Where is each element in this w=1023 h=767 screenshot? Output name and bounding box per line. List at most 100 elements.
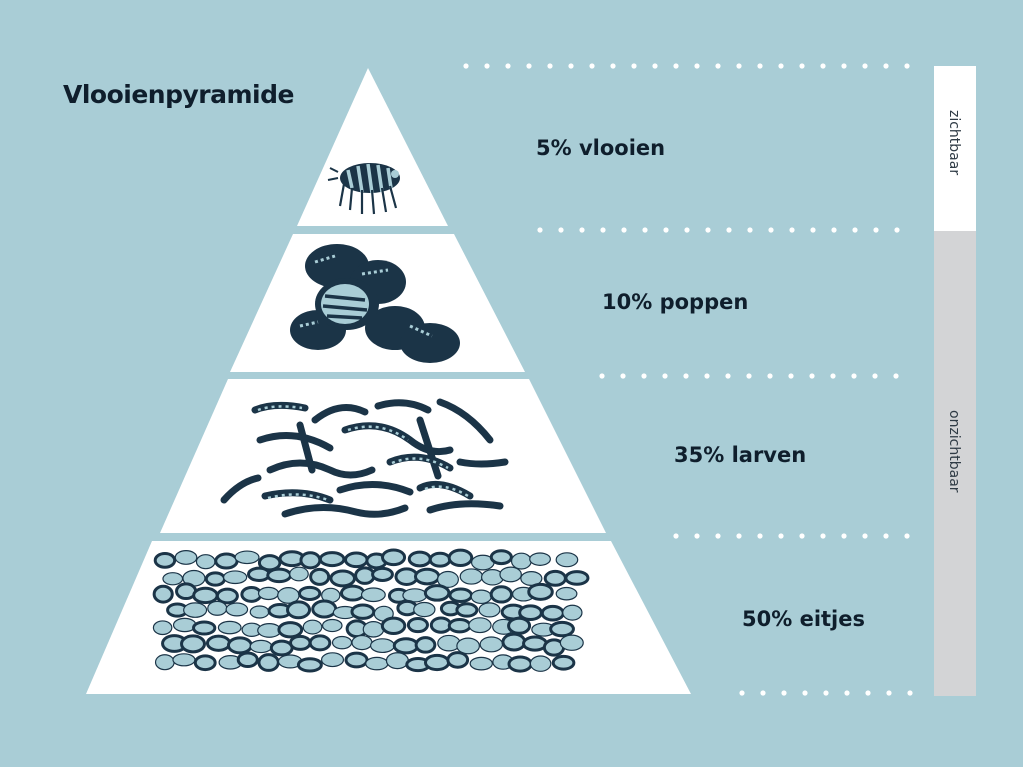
separator-dot — [778, 63, 784, 69]
separator-dot — [736, 533, 742, 539]
separator-dot — [830, 373, 836, 379]
egg — [339, 584, 366, 602]
egg — [321, 618, 343, 633]
separator-dot — [799, 533, 805, 539]
separator-dot — [788, 373, 794, 379]
egg — [154, 654, 175, 671]
egg — [371, 566, 394, 582]
separator-dot — [663, 227, 669, 233]
egg — [402, 588, 428, 603]
separator-dot — [463, 63, 469, 69]
separator-dot — [641, 373, 647, 379]
separator-dot — [747, 227, 753, 233]
separator-dot — [757, 63, 763, 69]
separator-dot — [526, 63, 532, 69]
egg — [499, 566, 522, 583]
level-label-eggs: 50% eitjes — [742, 607, 865, 631]
egg — [217, 620, 242, 635]
separator-dot — [673, 533, 679, 539]
egg — [344, 651, 369, 669]
egg — [527, 582, 554, 601]
egg — [225, 602, 249, 617]
egg — [447, 548, 474, 568]
separator-dot — [725, 373, 731, 379]
separator-dot — [621, 227, 627, 233]
egg — [469, 656, 493, 671]
separator-dot — [820, 533, 826, 539]
separator-dot — [809, 373, 815, 379]
egg — [343, 551, 369, 569]
egg — [162, 572, 184, 586]
egg — [205, 634, 232, 652]
egg — [249, 639, 273, 654]
egg — [215, 587, 239, 605]
egg — [360, 587, 386, 603]
egg — [489, 549, 513, 566]
dotted-separators — [463, 63, 913, 696]
egg — [214, 552, 239, 570]
egg — [195, 554, 216, 570]
tier-flea — [297, 68, 448, 226]
separator-dot — [893, 373, 899, 379]
egg — [234, 550, 260, 565]
invisible-bar-label: onzichtbaar — [946, 410, 962, 493]
separator-dot — [873, 227, 879, 233]
separator-dot — [851, 373, 857, 379]
egg — [172, 653, 196, 667]
egg — [152, 584, 174, 604]
egg — [226, 636, 253, 655]
egg — [551, 654, 576, 671]
egg — [257, 586, 280, 601]
egg — [413, 601, 436, 618]
separator-dot — [568, 63, 574, 69]
egg — [308, 634, 332, 652]
egg — [522, 635, 548, 652]
egg — [311, 599, 338, 619]
pupae-icon — [290, 244, 460, 363]
egg — [331, 635, 353, 650]
egg — [249, 605, 270, 619]
egg — [459, 568, 484, 585]
separator-dot — [684, 227, 690, 233]
egg — [365, 656, 389, 671]
egg — [470, 589, 492, 605]
separator-dot — [781, 690, 787, 696]
separator-dot — [484, 63, 490, 69]
separator-dot — [802, 690, 808, 696]
larvae-icon — [220, 398, 509, 518]
egg — [153, 551, 177, 569]
egg — [350, 603, 376, 620]
egg — [507, 616, 532, 635]
separator-dot — [789, 227, 795, 233]
egg — [257, 623, 282, 638]
egg — [222, 570, 248, 585]
egg — [429, 616, 453, 634]
separator-dot — [844, 690, 850, 696]
egg — [289, 566, 309, 582]
separator-bottom — [739, 690, 913, 696]
separator-dot — [760, 690, 766, 696]
separator-dot — [820, 63, 826, 69]
separator-dot — [715, 63, 721, 69]
separator-dot — [799, 63, 805, 69]
egg — [204, 571, 226, 587]
egg — [174, 550, 198, 565]
eggs-icon — [152, 548, 590, 673]
separator-dot — [558, 227, 564, 233]
egg — [180, 634, 206, 654]
egg — [318, 551, 346, 568]
invisible-bar — [934, 231, 976, 696]
separator-dot — [610, 63, 616, 69]
egg — [437, 570, 459, 588]
egg — [540, 604, 565, 622]
level-label-larvae: 35% larven — [674, 443, 807, 467]
egg — [380, 616, 407, 636]
egg — [543, 569, 567, 587]
egg — [277, 621, 304, 639]
egg — [192, 586, 219, 605]
separator-dot — [715, 533, 721, 539]
separator-dot — [907, 690, 913, 696]
separator-dot — [547, 63, 553, 69]
separator-dot — [662, 373, 668, 379]
